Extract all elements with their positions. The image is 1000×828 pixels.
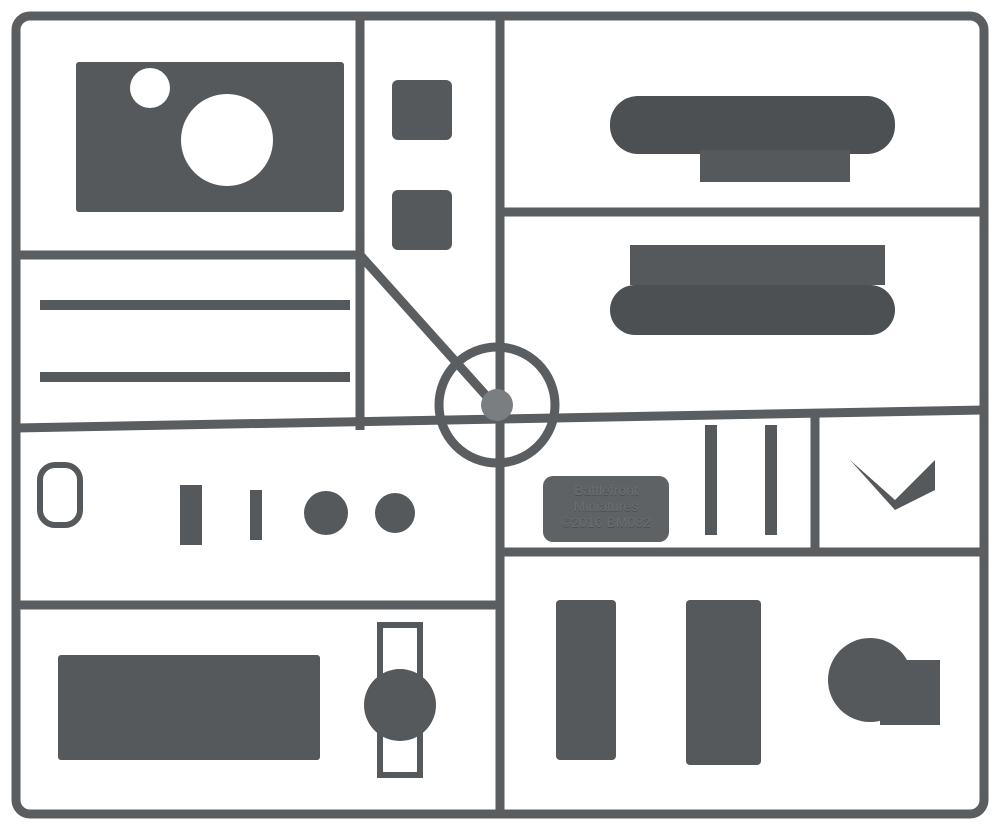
stamp-line-3: ©2016 BM082 bbox=[561, 514, 651, 530]
track-upper bbox=[610, 96, 895, 154]
stamp-line-1: Battlefront bbox=[574, 482, 638, 498]
stamp-tab bbox=[543, 476, 669, 542]
sprue-frame bbox=[11, 11, 989, 819]
track-lower bbox=[610, 285, 895, 335]
sprue-hub bbox=[481, 389, 513, 421]
stamp-line-2: Miniatures bbox=[573, 498, 639, 514]
plate-part bbox=[58, 655, 320, 760]
manufacturer-stamp: Battlefront Miniatures ©2016 BM082 bbox=[543, 478, 669, 542]
parts bbox=[37, 62, 940, 778]
